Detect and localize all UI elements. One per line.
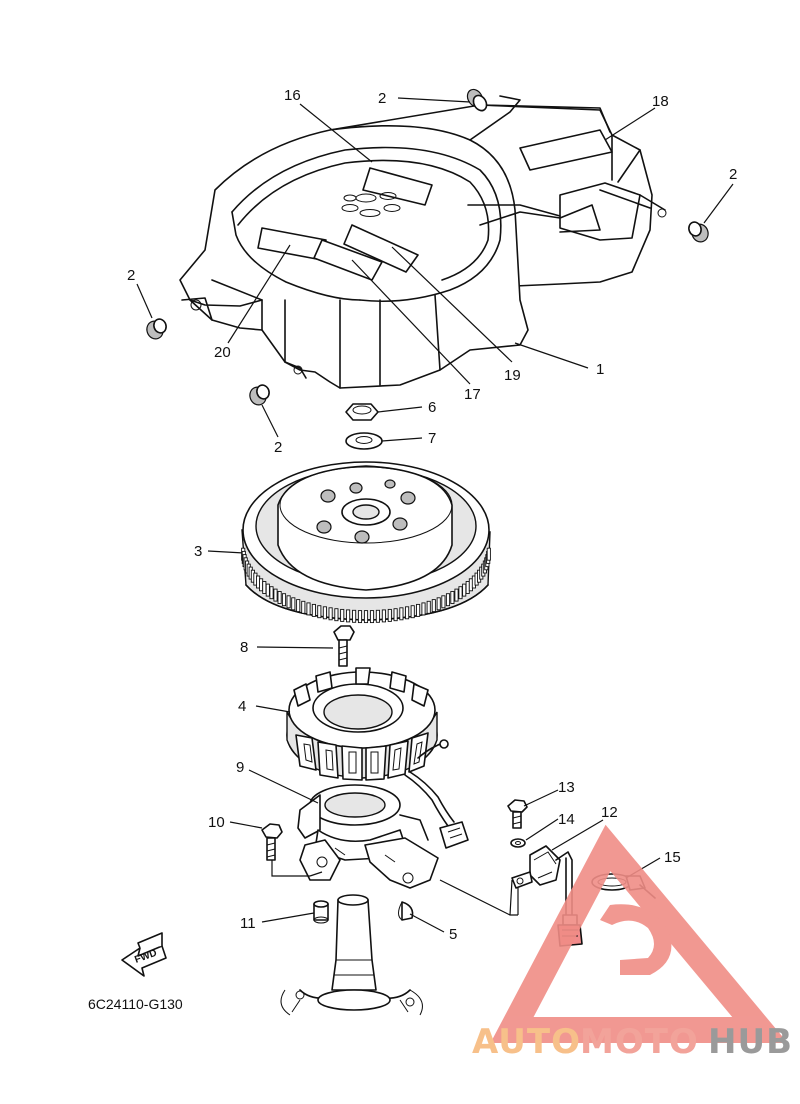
- gear-tooth: [426, 600, 431, 614]
- gear-tooth: [291, 597, 296, 611]
- gear-tooth: [421, 602, 426, 616]
- gear-tooth: [317, 605, 322, 619]
- gear-tooth: [334, 608, 339, 622]
- gear-tooth: [328, 607, 333, 621]
- gear-tooth: [296, 599, 301, 613]
- screw: [507, 799, 528, 829]
- gear-tooth: [352, 609, 357, 623]
- label-plate-19: [343, 224, 419, 273]
- washer: [345, 432, 383, 450]
- gear-tooth: [486, 547, 491, 561]
- bolt: [333, 625, 355, 667]
- callout-5: 5: [449, 926, 457, 943]
- gear-tooth: [458, 586, 463, 600]
- label-plate-17: [313, 239, 383, 281]
- callout-12: 12: [601, 804, 618, 821]
- callout-4: 4: [238, 698, 246, 715]
- callout-11: 11: [240, 915, 256, 932]
- gear-tooth: [381, 609, 386, 623]
- gear-tooth: [436, 597, 441, 611]
- forward-arrow: FWD: [121, 932, 167, 977]
- watermark-auto: AUTO: [472, 1022, 581, 1062]
- dowel-pin: [313, 900, 329, 924]
- gear-tooth: [450, 591, 455, 604]
- callout-2-top: 2: [378, 90, 386, 107]
- stator: [286, 667, 469, 849]
- gear-tooth: [454, 588, 459, 602]
- gear-tooth: [357, 610, 363, 624]
- diagram-code: 6C24110-G130: [88, 996, 183, 1012]
- gear-tooth: [269, 586, 274, 600]
- woodruff-key: [398, 901, 414, 921]
- gear-tooth: [286, 595, 291, 609]
- gear-tooth: [259, 578, 264, 592]
- crankshaft-end: [280, 894, 423, 1016]
- gear-tooth: [441, 595, 446, 609]
- callout-2-bottom: 2: [274, 439, 282, 456]
- gear-tooth: [465, 581, 470, 594]
- gear-tooth: [306, 602, 311, 616]
- watermark-moto: MOTO: [580, 1022, 699, 1062]
- gear-tooth: [445, 593, 451, 607]
- callout-9: 9: [236, 759, 244, 776]
- callout-2-left: 2: [127, 267, 135, 284]
- callout-13: 13: [558, 779, 575, 796]
- gear-tooth: [301, 600, 306, 614]
- gear-tooth: [277, 591, 282, 604]
- callout-10: 10: [208, 814, 225, 831]
- gear-tooth: [273, 588, 278, 602]
- gear-tooth: [369, 610, 375, 624]
- watermark-text: AUTO MOTO HUB: [472, 1022, 793, 1062]
- bolt: [261, 823, 283, 861]
- callout-20: 20: [214, 344, 231, 361]
- grommet: [146, 88, 709, 406]
- watermark-logo: [490, 824, 788, 1043]
- callout-15: 15: [664, 849, 681, 866]
- callout-8: 8: [240, 639, 248, 656]
- callout-2-right: 2: [729, 166, 737, 183]
- gear-tooth: [311, 603, 316, 617]
- gear-tooth: [416, 603, 421, 617]
- gear-tooth: [462, 583, 467, 597]
- leader-lines: [136, 97, 734, 933]
- gear-tooth: [399, 607, 404, 621]
- callout-17: 17: [464, 386, 481, 403]
- callout-19: 19: [504, 367, 521, 384]
- callout-labels: 1 2 2 2 2 3 4 5 6 7 8 9 10 11 12 13 14 1…: [88, 87, 737, 1012]
- gear-tooth: [410, 605, 415, 619]
- label-plate-16: [362, 167, 433, 206]
- callout-14: 14: [558, 811, 575, 828]
- gear-tooth: [322, 606, 327, 620]
- gear-tooth: [405, 606, 410, 620]
- nut: [345, 403, 379, 421]
- callout-1: 1: [596, 361, 604, 378]
- washer: [510, 838, 526, 848]
- flywheel-cover: [179, 95, 667, 389]
- callout-18: 18: [652, 93, 669, 110]
- watermark-hub: HUB: [708, 1022, 793, 1062]
- callout-16: 16: [284, 87, 301, 104]
- gear-tooth: [363, 610, 369, 624]
- flywheel: [241, 461, 491, 621]
- gear-tooth: [387, 608, 392, 622]
- gear-tooth: [375, 609, 380, 623]
- callout-7: 7: [428, 430, 436, 447]
- gear-tooth: [431, 599, 436, 613]
- gear-tooth: [346, 609, 351, 623]
- ring-gear-teeth: [241, 547, 491, 624]
- base-plate: [297, 784, 439, 889]
- gear-tooth: [281, 593, 287, 607]
- gear-tooth: [265, 583, 270, 597]
- label-plate-18: [519, 129, 613, 171]
- gear-tooth: [393, 608, 398, 622]
- gear-tooth: [262, 581, 267, 594]
- gear-tooth: [340, 608, 345, 622]
- callout-6: 6: [428, 399, 436, 416]
- callout-3: 3: [194, 543, 202, 560]
